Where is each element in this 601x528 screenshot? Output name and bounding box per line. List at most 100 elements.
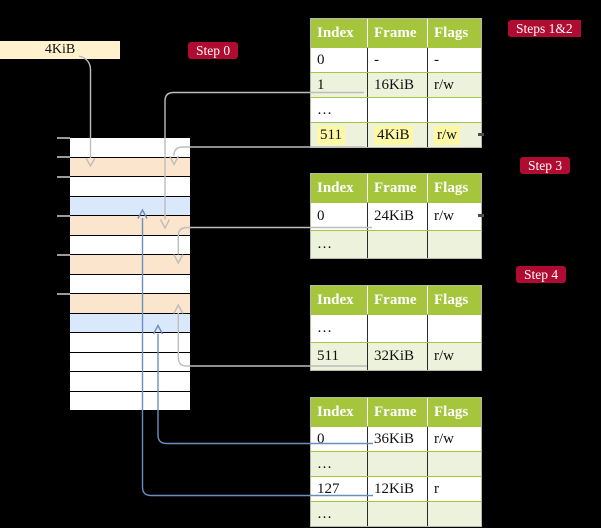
highlighted-value: 4KiB (374, 125, 413, 145)
column-header-frame: Frame (368, 174, 428, 202)
column-header-frame: Frame (368, 286, 428, 314)
table-cell (428, 452, 481, 476)
memory-address-tick (57, 156, 70, 158)
connector-stub (478, 133, 484, 136)
table-cell: 0 (311, 203, 368, 230)
memory-frame-row (70, 372, 190, 391)
table-cell: r/w (428, 123, 481, 147)
table-row: … (311, 97, 481, 122)
table-cell: 24KiB (368, 203, 428, 230)
memory-column (70, 138, 190, 410)
table-row: … (311, 501, 481, 526)
table-row: … (311, 230, 481, 258)
column-header-index: Index (311, 19, 368, 47)
column-header-flags: Flags (434, 291, 469, 308)
memory-frame-row (70, 352, 190, 371)
badge-steps-1-2: Steps 1&2 (508, 20, 581, 37)
memory-frame-row (70, 294, 190, 313)
table-cell: 12KiB (368, 477, 428, 501)
column-header-index: Index (311, 398, 368, 426)
table-cell: 4KiB (368, 123, 428, 147)
memory-frame-row (70, 235, 190, 254)
table-row: … (311, 451, 481, 476)
table-cell (368, 452, 428, 476)
frame-size-label: 4KiB (44, 42, 76, 57)
table-row: … (311, 314, 481, 342)
table-cell: r/w (434, 348, 454, 364)
memory-frame-row (70, 138, 190, 157)
memory-frame-row (70, 391, 190, 410)
table-cell: r/w (434, 208, 454, 224)
table-cell: … (311, 231, 368, 258)
table-cell: … (311, 452, 368, 476)
memory-frame-row (70, 216, 190, 235)
column-header-index: Index (311, 286, 368, 314)
memory-address-tick (57, 293, 70, 295)
table-cell: 1 (311, 73, 368, 97)
memory-frame-row (70, 255, 190, 274)
table-cell: 511 (311, 123, 368, 147)
column-header-frame: Frame (368, 19, 428, 47)
highlighted-value: r/w (434, 125, 460, 145)
memory-frame-row (70, 313, 190, 332)
table-cell: r/w (434, 76, 454, 93)
badge-step-4: Step 4 (516, 266, 567, 283)
table-cell (368, 231, 428, 258)
table-row: 0-- (311, 47, 481, 72)
connector-stub (478, 214, 484, 217)
table-cell: 0 (311, 427, 368, 451)
badge-step-3: Step 3 (520, 157, 571, 174)
table-cell (428, 315, 481, 342)
memory-frame-row (70, 157, 190, 176)
arrow-entry511-selfref-to-4kib-frame (168, 146, 365, 166)
badge-step-0: Step 0 (188, 42, 239, 59)
memory-frame-row (70, 333, 190, 352)
memory-frame-row (70, 177, 190, 196)
table-cell: 511 (311, 343, 368, 370)
table-cell: … (311, 315, 368, 342)
table-cell (368, 98, 428, 122)
column-header-flags: Flags (434, 24, 469, 41)
memory-address-tick (57, 254, 70, 256)
table-cell (428, 231, 481, 258)
table-cell: 16KiB (368, 73, 428, 97)
memory-frame-row (70, 274, 190, 293)
table-cell: 32KiB (368, 343, 428, 370)
memory-address-tick (57, 137, 70, 139)
column-header-flags: Flags (434, 179, 469, 196)
table-cell: … (311, 502, 368, 526)
table-cell (428, 502, 481, 526)
memory-frame-row (70, 196, 190, 215)
frame-size-box: 4KiB (0, 41, 120, 59)
table-cell: 36KiB (368, 427, 428, 451)
column-header-flags: Flags (434, 403, 469, 420)
column-header-frame: Frame (368, 398, 428, 426)
table-cell: r (434, 480, 439, 497)
table-cell (428, 98, 481, 122)
table-cell: r/w (434, 430, 454, 447)
table-cell: - (368, 48, 428, 72)
table-row: 511 4KiB r/w (311, 122, 481, 147)
table-cell: 127 (311, 477, 368, 501)
memory-address-tick (57, 215, 70, 217)
table-cell (368, 502, 428, 526)
table-cell: … (311, 98, 368, 122)
table-cell: - (434, 51, 439, 68)
column-header-index: Index (311, 174, 368, 202)
table-cell: 0 (311, 48, 368, 72)
highlighted-value: 511 (317, 125, 345, 145)
